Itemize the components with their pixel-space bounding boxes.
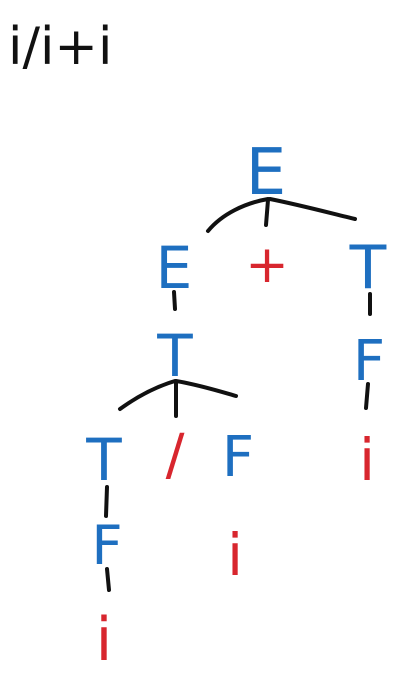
node-i-right: i	[359, 426, 375, 494]
node-F-under-T: F	[91, 514, 122, 577]
node-i-mid: i	[227, 521, 243, 589]
node-T-child: T	[85, 426, 122, 494]
node-F-mid: F	[222, 425, 254, 490]
tree-nodes: E E + T T F i T / F F i i	[85, 136, 386, 675]
edge-root-left	[206, 197, 270, 233]
edge-T-left	[118, 379, 177, 411]
expression-heading: i/i+i	[8, 17, 112, 77]
node-i-left: i	[96, 605, 113, 675]
node-E-left: E	[156, 234, 193, 302]
node-F-right: F	[353, 329, 385, 394]
node-plus: +	[245, 235, 289, 295]
edge-root-right	[268, 197, 357, 221]
node-T-right: T	[349, 233, 387, 303]
edge-T-F-left	[104, 485, 109, 518]
node-root-E: E	[246, 136, 286, 210]
edge-T-right	[174, 379, 238, 398]
node-T-left: T	[156, 322, 193, 390]
edge-F-i-left	[105, 567, 111, 592]
edge-F-right-i	[364, 382, 370, 410]
node-slash: /	[166, 423, 185, 488]
tree-edges	[104, 197, 372, 592]
edge-root-mid	[264, 198, 270, 227]
edge-E-T	[172, 290, 177, 311]
